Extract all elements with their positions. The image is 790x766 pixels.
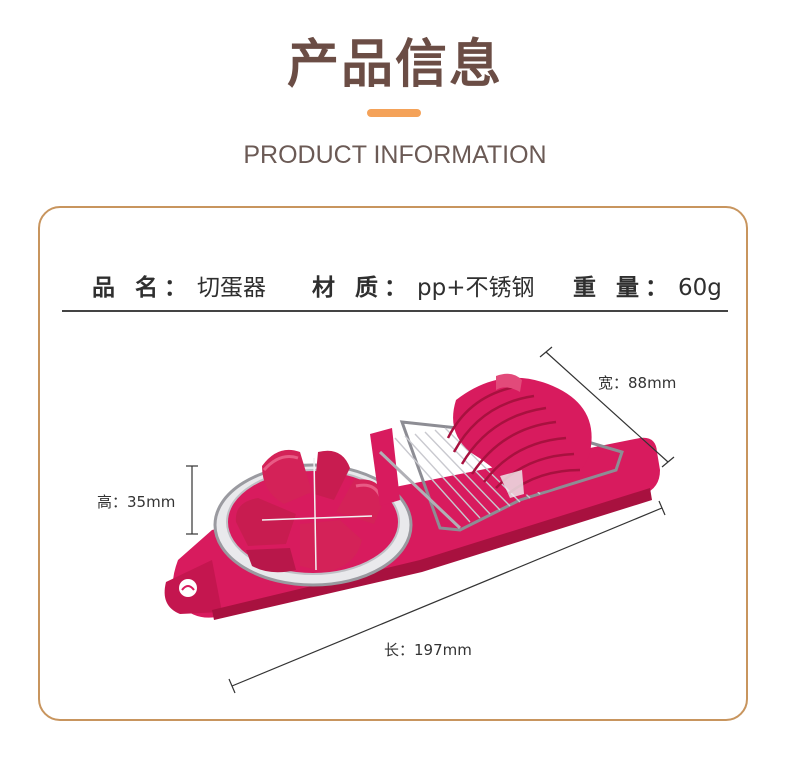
- spec-name: 品 名：切蛋器: [92, 275, 267, 301]
- slicer-lid: [446, 373, 592, 498]
- spec-material: 材 质：pp+不锈钢: [312, 275, 535, 301]
- cup-cutting-wires: [261, 457, 373, 571]
- spec-name-value: 切蛋器: [197, 275, 267, 301]
- title-accent-bar: [367, 109, 421, 117]
- page-title: 产品信息: [286, 35, 503, 95]
- hang-hole: [179, 579, 197, 597]
- base-rim: [212, 488, 652, 620]
- spec-weight: 重 量：60g: [573, 275, 722, 301]
- spec-name-label: 品 名: [92, 275, 165, 301]
- length-dimension-line: [228, 500, 666, 694]
- spec-material-label: 材 质: [312, 275, 385, 301]
- width-label: 宽：88mm: [598, 374, 677, 392]
- page-subtitle: PRODUCT INFORMATION: [243, 141, 547, 169]
- spec-weight-label: 重 量: [573, 275, 646, 301]
- height-dimension-line: [186, 465, 198, 535]
- spec-weight-value: 60g: [678, 275, 722, 301]
- height-label: 高：35mm: [97, 493, 176, 511]
- width-dimension-line: [539, 346, 675, 468]
- spec-material-value: pp+不锈钢: [417, 275, 535, 301]
- spec-divider: [62, 310, 728, 312]
- length-label: 长：197mm: [384, 641, 472, 659]
